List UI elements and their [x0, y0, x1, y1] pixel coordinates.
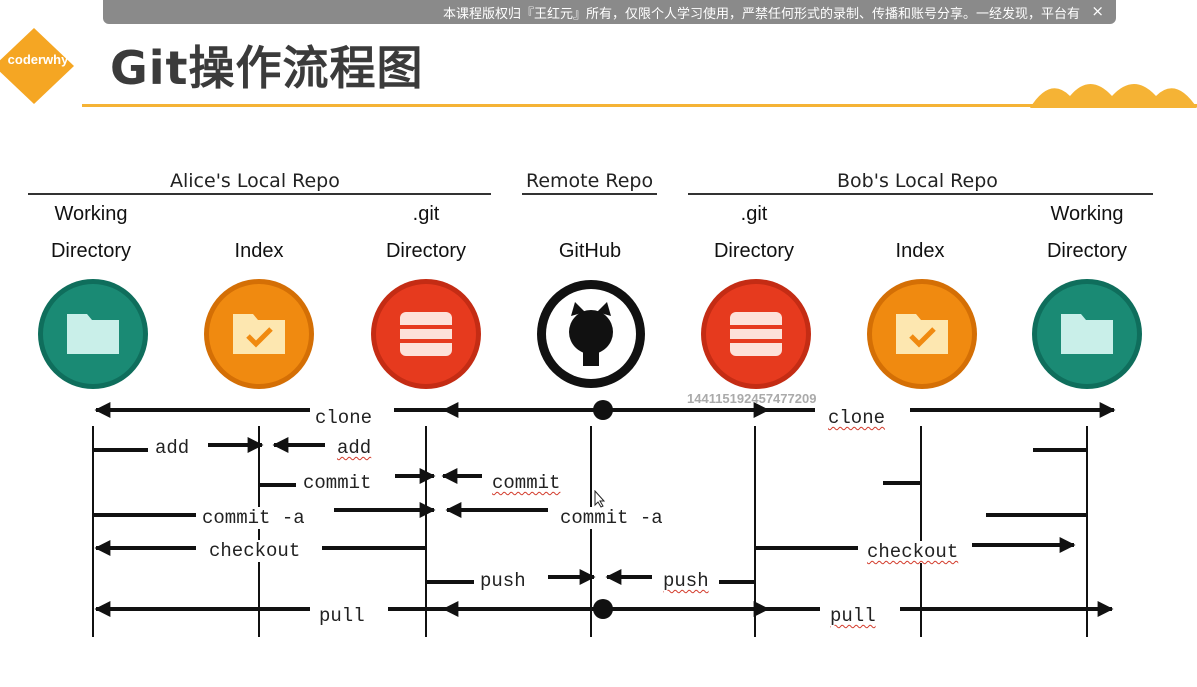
coderwhy-logo	[0, 26, 76, 106]
mouse-cursor-icon	[594, 490, 606, 508]
folder-icon	[1032, 279, 1142, 389]
node-label-line2: Directory	[1046, 240, 1127, 262]
node-label-line2: Directory	[50, 240, 131, 262]
alice-working-directory-node	[37, 278, 149, 390]
close-icon[interactable]: ×	[1091, 2, 1104, 20]
database-icon	[701, 279, 811, 389]
node-label-line1: .git	[412, 203, 440, 225]
node-label-line1: Working	[1050, 203, 1124, 225]
remote-repo-label: Remote Repo	[526, 170, 654, 192]
title-underline	[82, 104, 1197, 107]
node-label-line1: Working	[54, 203, 128, 225]
folder-check-icon	[867, 279, 977, 389]
github-node	[535, 278, 647, 390]
bob-working-directory-node	[1031, 278, 1143, 390]
alice-repo-line	[28, 193, 491, 195]
bob-index-node	[866, 278, 978, 390]
add-right-label: add	[335, 437, 374, 459]
node-label-line2: Directory	[385, 240, 466, 262]
commit-a-right-label: commit -a	[558, 507, 665, 529]
node-label-line2: GitHub	[558, 240, 622, 262]
checkout-right-label: checkout	[865, 541, 961, 563]
pull-right-label: pull	[828, 605, 878, 627]
copyright-notice-bar: 本课程版权归『王红元』所有，仅限个人学习使用，严禁任何形式的录制、传播和账号分享…	[103, 0, 1116, 24]
copyright-notice-text: 本课程版权归『王红元』所有，仅限个人学习使用，严禁任何形式的录制、传播和账号分享…	[442, 7, 1080, 22]
watermark-id: 144115192457477209	[687, 391, 817, 406]
checkout-left-label: checkout	[207, 540, 303, 562]
bob-git-directory-node	[700, 278, 812, 390]
page-title: Git操作流程图	[110, 41, 424, 95]
logo-text: coderwhy	[7, 52, 69, 67]
commit-right-label: commit	[490, 472, 563, 494]
add-left-label: add	[153, 437, 192, 459]
push-right-label: push	[661, 570, 711, 592]
database-icon	[371, 279, 481, 389]
node-label-line2: Index	[895, 240, 945, 262]
commit-left-label: commit	[301, 472, 374, 494]
bob-repo-label: Bob's Local Repo	[837, 170, 998, 192]
alice-git-directory-node	[370, 278, 482, 390]
clone-right-label: clone	[826, 407, 888, 429]
commit-a-left-label: commit -a	[200, 507, 307, 529]
node-label-line1: .git	[740, 203, 768, 225]
remote-repo-line	[522, 193, 657, 195]
push-left-label: push	[478, 570, 528, 592]
folder-icon	[38, 279, 148, 389]
mountain-decoration	[1030, 84, 1197, 108]
node-label-line2: Directory	[713, 240, 794, 262]
pull-left-label: pull	[317, 605, 367, 627]
node-label-line2: Index	[234, 240, 284, 262]
alice-index-node	[203, 278, 315, 390]
alice-repo-label: Alice's Local Repo	[170, 170, 340, 192]
clone-left-label: clone	[313, 407, 375, 429]
bob-repo-line	[688, 193, 1153, 195]
folder-check-icon	[204, 279, 314, 389]
github-icon	[537, 280, 645, 388]
